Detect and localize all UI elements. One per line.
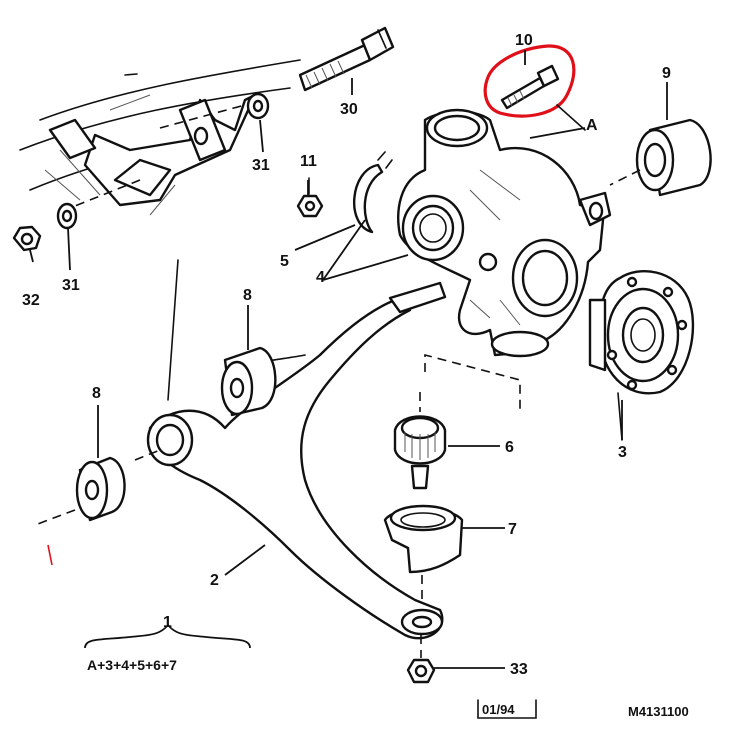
bush-8-upper xyxy=(220,346,277,417)
callout-5: 5 xyxy=(280,253,289,270)
callout-A: A xyxy=(586,117,598,134)
kit-brace xyxy=(84,623,251,649)
steering-knuckle-A xyxy=(397,104,612,358)
callout-1: 1 xyxy=(163,614,172,631)
kit-formula: A+3+4+5+6+7 xyxy=(87,657,177,673)
callout-31-upper: 31 xyxy=(252,157,270,174)
date-code: 01/94 xyxy=(482,702,515,717)
bolt-10 xyxy=(500,64,560,110)
callout-4: 4 xyxy=(316,269,325,286)
callout-31-lower: 31 xyxy=(62,277,80,294)
red-mark xyxy=(47,544,53,566)
nut-32 xyxy=(12,225,42,252)
callout-9: 9 xyxy=(662,65,671,82)
nut-33 xyxy=(406,635,436,684)
callout-labels: 10 A 9 30 31 11 5 4 32 31 8 8 6 3 7 2 33… xyxy=(22,32,671,678)
leader-lines xyxy=(29,50,668,669)
wishbone-2 xyxy=(146,281,447,640)
callout-8-upper: 8 xyxy=(243,287,252,304)
washer-31-lower xyxy=(56,202,78,230)
bush-9 xyxy=(609,118,712,197)
callout-8-lower: 8 xyxy=(92,385,101,402)
hub-3 xyxy=(588,270,695,441)
callout-32: 32 xyxy=(22,292,40,309)
circlip-5 xyxy=(352,151,393,234)
callout-30: 30 xyxy=(340,101,358,118)
ball-joint-6 xyxy=(393,353,521,490)
callout-33: 33 xyxy=(510,661,528,678)
callout-2: 2 xyxy=(210,572,219,589)
protector-7 xyxy=(383,504,464,605)
callout-7: 7 xyxy=(508,521,517,538)
callout-6: 6 xyxy=(505,439,514,456)
washer-31-upper xyxy=(246,92,270,120)
bush-8-lower xyxy=(34,449,161,526)
bolt-30 xyxy=(298,26,395,92)
callout-10: 10 xyxy=(515,32,533,49)
highlight-circle-10 xyxy=(483,44,576,118)
drawing-reference: M4131100 xyxy=(628,704,689,719)
nut-11 xyxy=(296,177,324,218)
subframe xyxy=(19,59,301,401)
callout-11: 11 xyxy=(300,153,317,170)
footer: 01/94 M4131100 xyxy=(477,699,689,719)
callout-3: 3 xyxy=(618,444,627,461)
